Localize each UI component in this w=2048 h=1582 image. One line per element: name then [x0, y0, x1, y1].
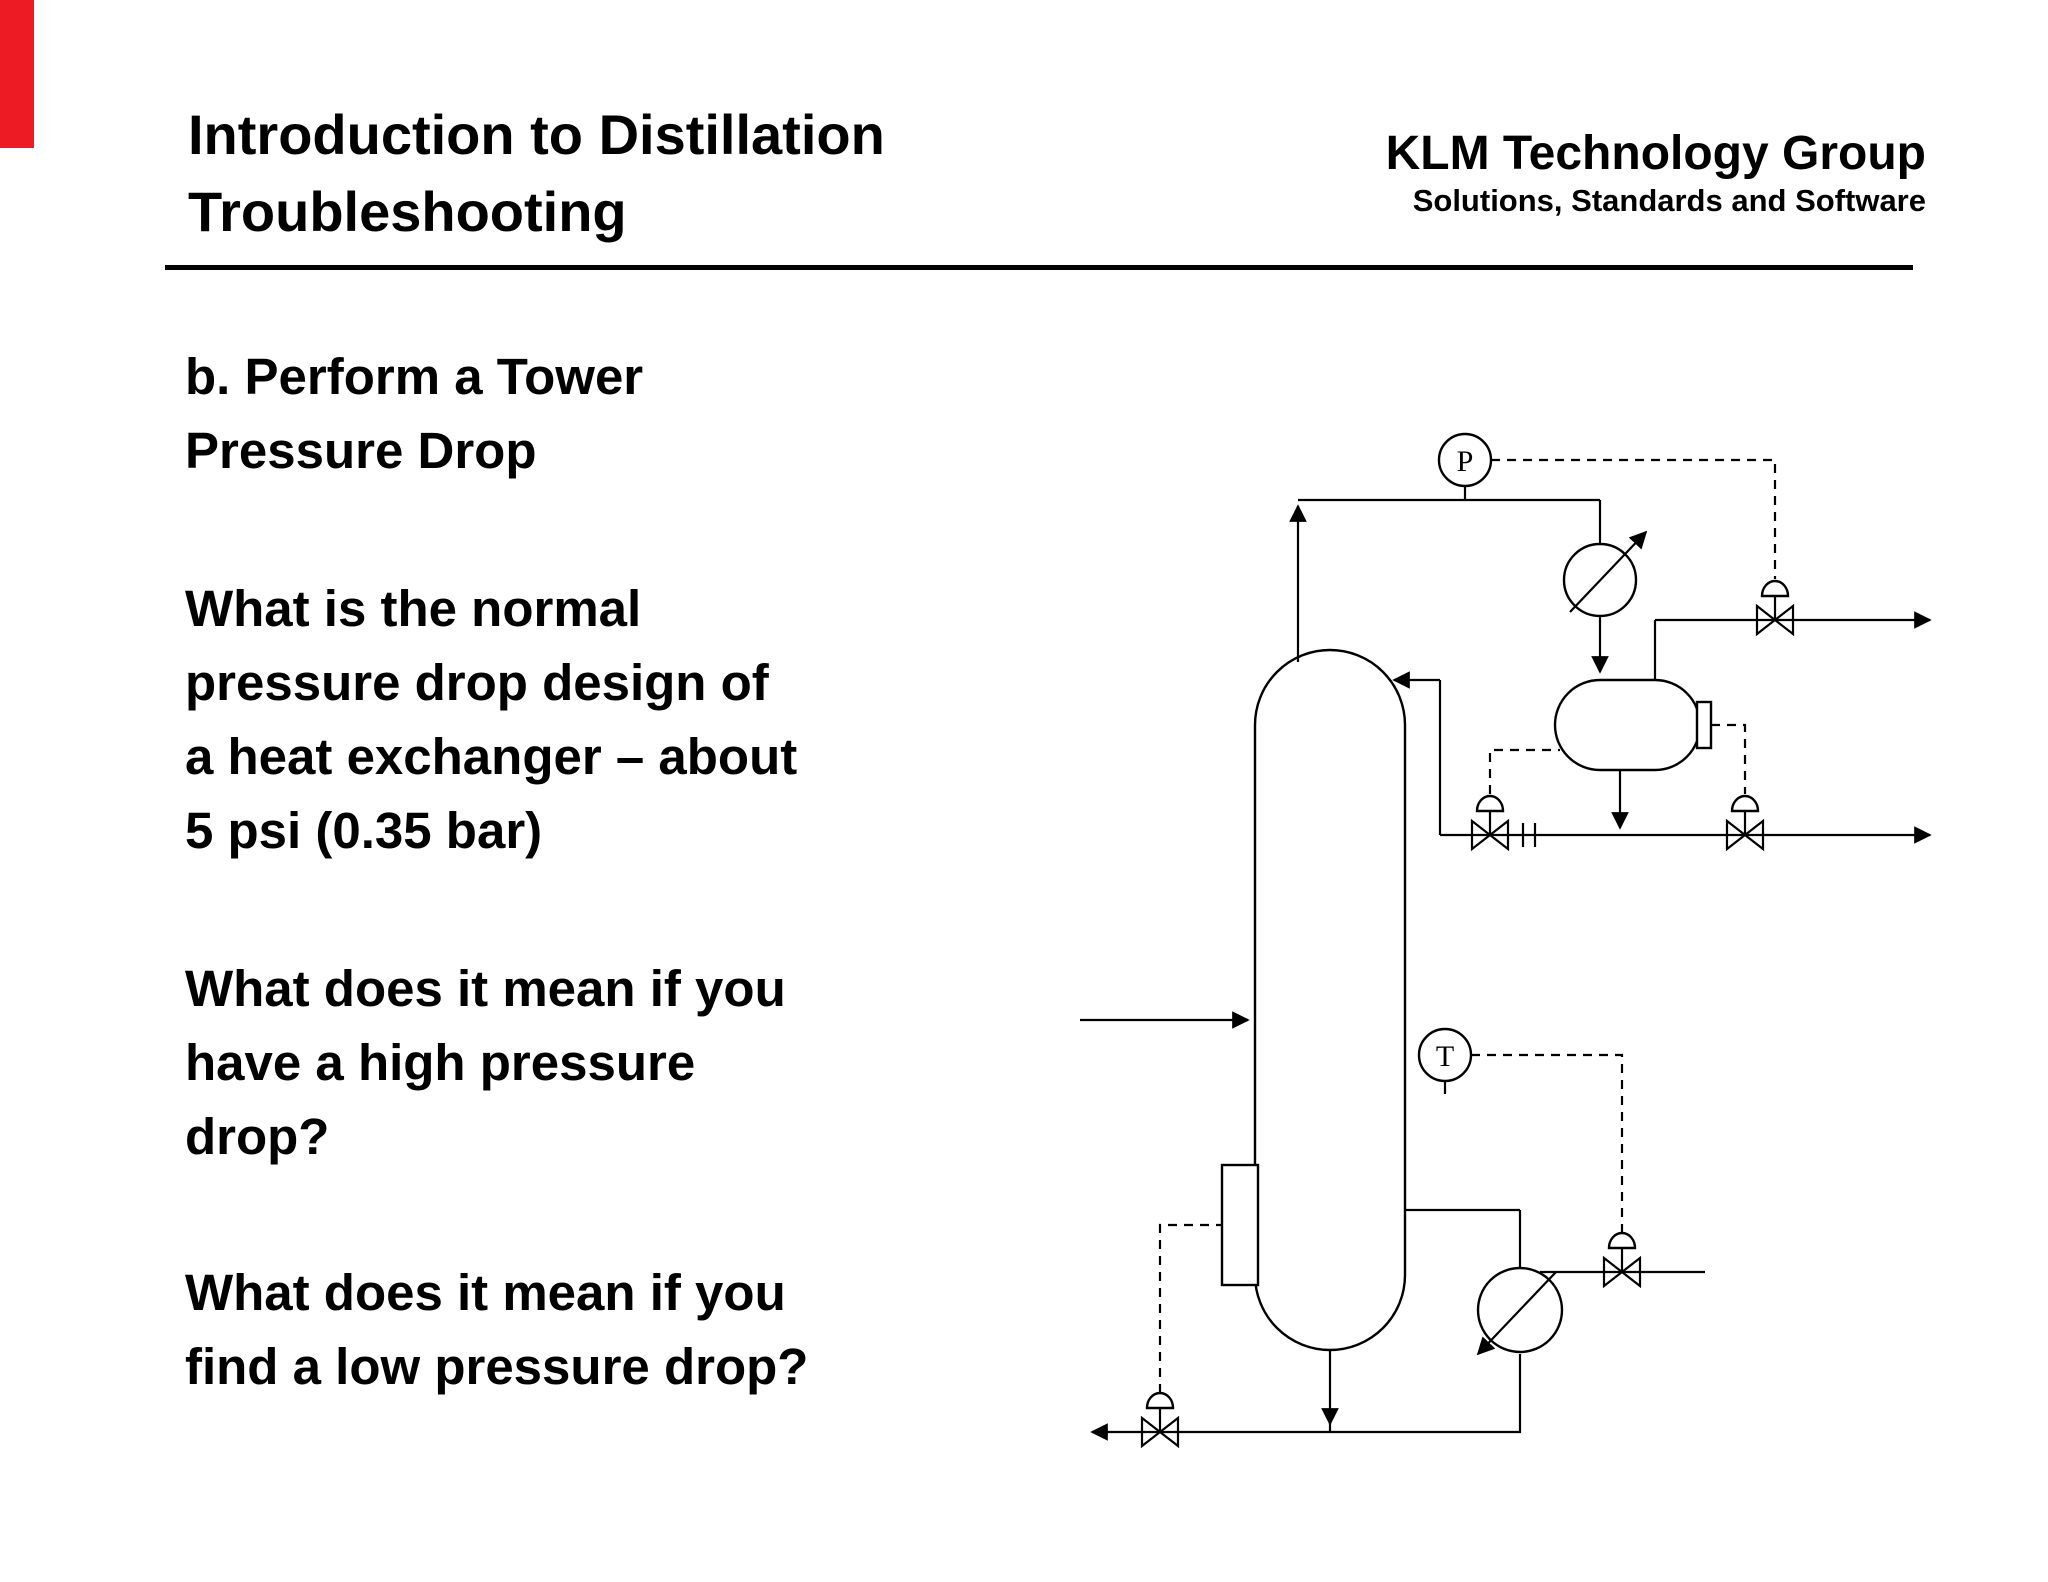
drum-nozzle: [1695, 700, 1713, 750]
paragraph-line: b. Perform a Tower: [185, 348, 644, 405]
reboiler: [1405, 1208, 1705, 1356]
pressure-indicator: P: [1437, 432, 1777, 579]
pressure-indicator-label: P: [1457, 445, 1474, 478]
valve-actuator-dome: [1145, 1391, 1175, 1410]
paragraph-line: find a low pressure drop?: [185, 1337, 809, 1395]
process-flow-diagram: P: [1080, 432, 1932, 1449]
paragraph-line: What does it mean if you: [185, 1264, 786, 1321]
reflux-drum: [1553, 678, 1713, 772]
condenser: [1562, 530, 1648, 674]
distillate-control-valve: [1711, 723, 1765, 852]
paragraph-line: 5 psi (0.35 bar): [185, 801, 543, 859]
reboiler-heating-valve: [1602, 1231, 1642, 1289]
paragraph-line: pressure drop design of: [185, 653, 769, 711]
paragraph-high-pressure-drop: What does it mean if you have a high pres…: [185, 952, 1015, 1174]
valve-actuator-dome: [1607, 1231, 1637, 1250]
drum-outlet-header: [1440, 770, 1932, 847]
offgas-line: [1653, 579, 1932, 681]
reflux-return-line: [1392, 671, 1560, 852]
slide-title-line1: Introduction to Distillation: [188, 102, 885, 166]
bottoms-level-signal: [1158, 1223, 1222, 1393]
temperature-indicator: T: [1417, 1027, 1624, 1233]
overhead-vapor-line: [1289, 498, 1602, 662]
paragraph-line: What is the normal: [185, 580, 642, 637]
paragraph-line: What does it mean if you: [185, 960, 786, 1017]
org-header-block: KLM Technology Group Solutions, Standard…: [1385, 127, 1926, 221]
drum-level-signal: [1711, 723, 1747, 794]
bottoms-control-valve: [1140, 1391, 1180, 1449]
header-divider-rule: [165, 265, 1913, 270]
paragraph-line: have a high pressure: [185, 1033, 696, 1091]
bottoms-line: [1090, 1223, 1522, 1449]
reflux-control-valve: [1470, 794, 1510, 852]
distillation-tower: [1220, 648, 1407, 1352]
paragraph-line: a heat exchanger – about: [185, 727, 798, 785]
valve-actuator-dome: [1475, 794, 1505, 813]
org-tagline: Solutions, Standards and Software: [1412, 182, 1926, 218]
level-gauge: [1220, 1163, 1260, 1287]
paragraph-line: Pressure Drop: [185, 421, 537, 479]
temperature-indicator-label: T: [1436, 1040, 1454, 1073]
offgas-control-valve: [1755, 579, 1795, 637]
paragraph-line: drop?: [185, 1107, 330, 1165]
red-accent-bar: [0, 0, 34, 148]
valve-actuator-dome: [1760, 579, 1790, 598]
slide-title-line2: Troubleshooting: [188, 179, 627, 243]
paragraph-low-pressure-drop: What does it mean if you find a low press…: [185, 1256, 1015, 1404]
org-name: KLM Technology Group: [1385, 127, 1926, 180]
reflux-level-signal: [1488, 748, 1560, 794]
paragraph-normal-pressure-drop: What is the normal pressure drop design o…: [185, 572, 1015, 868]
temperature-signal-line: [1471, 1053, 1624, 1233]
pressure-signal-line: [1491, 458, 1777, 579]
valve-actuator-dome: [1730, 794, 1760, 813]
